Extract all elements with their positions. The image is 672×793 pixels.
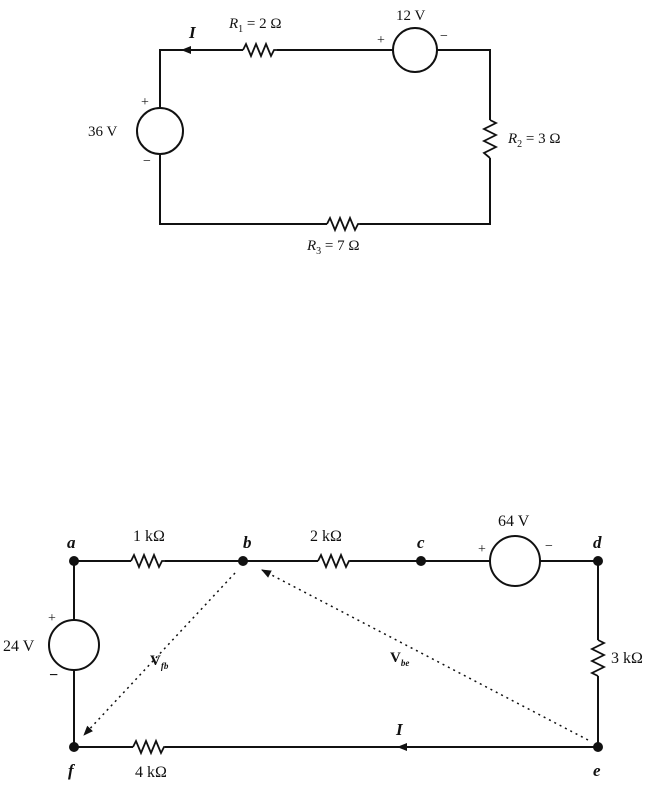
c2-4k-label: 4 kΩ bbox=[135, 764, 167, 781]
node-c-label: c bbox=[417, 533, 425, 552]
c1-wire-bottom-left bbox=[160, 155, 327, 224]
node-f-label: f bbox=[68, 761, 76, 780]
node-d-label: d bbox=[593, 533, 602, 552]
c2-24v-plus: + bbox=[48, 611, 56, 626]
c1-12v-plus: + bbox=[377, 33, 385, 48]
circuit-2: a b c d e f 1 kΩ 2 kΩ 3 kΩ 4 kΩ 64 V + −… bbox=[3, 513, 643, 781]
c1-source-12v bbox=[393, 28, 437, 72]
c2-current-label: I bbox=[395, 720, 404, 739]
c1-resistor-r1 bbox=[243, 44, 277, 56]
c2-resistor-1k bbox=[131, 555, 165, 567]
node-f-dot bbox=[69, 742, 79, 752]
c2-24v-minus: − bbox=[49, 667, 58, 684]
c2-64v-minus: − bbox=[545, 539, 553, 554]
c2-wire-src-d bbox=[540, 561, 598, 640]
c2-64v-label: 64 V bbox=[498, 513, 530, 530]
node-a-dot bbox=[69, 556, 79, 566]
c2-3k-label: 3 kΩ bbox=[611, 650, 643, 667]
c1-36v-label: 36 V bbox=[88, 124, 117, 140]
c2-resistor-3k bbox=[592, 640, 604, 676]
c1-12v-minus: − bbox=[440, 29, 448, 44]
node-b-label: b bbox=[243, 533, 252, 552]
c1-wire-top-left bbox=[160, 50, 243, 108]
c1-source-36v bbox=[137, 108, 183, 154]
c2-64v-plus: + bbox=[478, 542, 486, 557]
c1-36v-plus: + bbox=[141, 95, 149, 110]
c1-r2-label: R2 = 3 Ω bbox=[507, 131, 561, 150]
v-be-label: Vbe bbox=[390, 650, 409, 668]
node-b-dot bbox=[238, 556, 248, 566]
v-fb-label: Vfb bbox=[150, 653, 169, 671]
c2-resistor-4k bbox=[133, 741, 165, 753]
node-d-dot bbox=[593, 556, 603, 566]
node-a-label: a bbox=[67, 533, 76, 552]
v-be-arrow bbox=[262, 570, 588, 740]
node-e-label: e bbox=[593, 761, 601, 780]
circuit-1: I R1 = 2 Ω 12 V + − 36 V + − R2 = 3 Ω R3… bbox=[88, 8, 561, 257]
c2-24v-label: 24 V bbox=[3, 638, 35, 655]
c1-12v-label: 12 V bbox=[396, 8, 425, 24]
c2-1k-label: 1 kΩ bbox=[133, 528, 165, 545]
c1-36v-minus: − bbox=[143, 154, 151, 169]
c1-r3-label: R3 = 7 Ω bbox=[306, 238, 360, 257]
c2-2k-label: 2 kΩ bbox=[310, 528, 342, 545]
c1-resistor-r2 bbox=[484, 120, 496, 158]
node-e-dot bbox=[593, 742, 603, 752]
c1-current-label: I bbox=[188, 23, 197, 42]
c2-resistor-2k bbox=[318, 555, 350, 567]
c1-wire-right-lower bbox=[360, 158, 490, 224]
c1-wire-top-right bbox=[437, 50, 490, 120]
node-c-dot bbox=[416, 556, 426, 566]
c2-source-64v bbox=[490, 536, 540, 586]
c1-r1-label: R1 = 2 Ω bbox=[228, 16, 282, 35]
c2-wire-r4-f bbox=[74, 670, 133, 747]
c1-resistor-r3 bbox=[327, 218, 360, 230]
c2-source-24v bbox=[49, 620, 99, 670]
